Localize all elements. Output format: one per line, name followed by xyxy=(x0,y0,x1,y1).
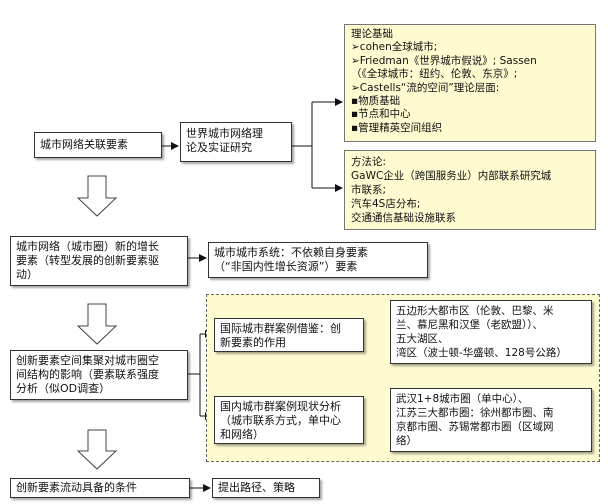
theory-line-8: ▪管理精英空间组织 xyxy=(351,121,443,134)
box-city-system: 城市城市系统：不依赖自身要素 （“非国内性增长资源”）要素 xyxy=(208,242,428,278)
theory-line-4: （《全球城市：纽约、伦敦、东京》; xyxy=(351,68,518,81)
box-theory-basis: 理论基础 ➢cohen全球城市; ➢Friedman《世界城市假说》; Sass… xyxy=(344,24,596,142)
box-domestic-line-1: 国内城市群案例现状分析 xyxy=(220,400,341,413)
box-intl-detail-line-3: 五大湖区、 xyxy=(396,333,449,345)
box-spatial-impact: 创新要素空间集聚对城市圈空 间结构的影响（要素联系强度 分析（似OD调查） xyxy=(10,350,188,400)
box-world-city-research-line-1: 世界城市网络理 xyxy=(186,127,263,140)
box-city-system-line-2: （“非国内性增长资源”）要素 xyxy=(214,260,358,273)
method-line-3: 市联系; xyxy=(351,184,387,196)
box-domestic-detail-line-2: 江苏三大都市圈：徐州都市圈、南 xyxy=(396,407,554,419)
box-growth-line-3: 动） xyxy=(16,268,38,281)
theory-line-1: 理论基础 xyxy=(351,28,393,40)
box-domestic-detail-line-1: 武汉1+8城市圈（单中心）、 xyxy=(396,393,529,405)
box-city-network-elements-text: 城市网络关联要素 xyxy=(40,138,128,151)
box-flow-conditions-text: 创新要素流动具备的条件 xyxy=(16,481,137,494)
box-methodology: 方法论: GaWC企业（跨国服务业）内部联系研究城 市联系; 汽车4S店分布; … xyxy=(344,150,596,230)
box-growth-line-2: 要素（转型发展的创新要素驱 xyxy=(16,254,159,267)
box-international-cases: 国际城市群案例借鉴：创 新要素的作用 xyxy=(214,318,364,352)
box-city-network-elements: 城市网络关联要素 xyxy=(34,132,162,158)
box-world-city-research: 世界城市网络理 论及实证研究 xyxy=(180,122,292,162)
box-intl-detail-line-1: 五边形大都市区（伦敦、巴黎、米 xyxy=(396,305,554,317)
block-down-arrow-3 xyxy=(76,429,118,470)
box-domestic-cases: 国内城市群案例现状分析 （城市联系方式，单中心 和网络） xyxy=(214,396,364,444)
box-domestic-line-3: 和网络） xyxy=(220,428,264,441)
theory-line-5: ➢Castells“流的空间”理论层面: xyxy=(351,81,500,94)
box-propose-path-text: 提出路径、策略 xyxy=(218,481,295,494)
box-spatial-line-1: 创新要素空间集聚对城市圈空 xyxy=(16,354,159,367)
theory-line-7: ▪节点和中心 xyxy=(351,108,411,121)
box-international-detail: 五边形大都市区（伦敦、巴黎、米 兰、慕尼黑和汉堡（老欧盟））、 五大湖区、 湾区… xyxy=(390,300,592,364)
box-domestic-line-2: （城市联系方式，单中心 xyxy=(220,414,341,427)
box-intl-line-2: 新要素的作用 xyxy=(220,336,286,349)
box-domestic-detail-line-4: 络） xyxy=(396,435,417,447)
block-down-arrow-1 xyxy=(76,175,118,217)
block-down-arrow-2 xyxy=(76,303,118,345)
box-growth-elements: 城市网络（城市圈）新的增长 要素（转型发展的创新要素驱 动） xyxy=(10,236,188,286)
method-line-1: 方法论: xyxy=(351,156,387,168)
box-propose-path: 提出路径、策略 xyxy=(212,478,320,498)
theory-line-3: ➢Friedman《世界城市假说》; Sassen xyxy=(351,54,537,67)
box-intl-detail-line-2: 兰、慕尼黑和汉堡（老欧盟））、 xyxy=(396,319,543,331)
box-growth-line-1: 城市网络（城市圈）新的增长 xyxy=(16,240,159,253)
box-flow-conditions: 创新要素流动具备的条件 xyxy=(10,478,190,498)
theory-line-2: ➢cohen全球城市; xyxy=(351,41,438,54)
box-spatial-line-2: 间结构的影响（要素联系强度 xyxy=(16,368,159,381)
box-spatial-line-3: 分析（似OD调查） xyxy=(16,382,111,395)
theory-line-6: ▪物质基础 xyxy=(351,95,401,108)
box-world-city-research-line-2: 论及实证研究 xyxy=(186,141,252,154)
box-domestic-detail-line-3: 京都市圈、苏锡常都市圈（区域网 xyxy=(396,421,554,433)
box-intl-detail-line-4: 湾区（波士顿-华盛顿、128号公路） xyxy=(396,347,567,359)
box-domestic-detail: 武汉1+8城市圈（单中心）、 江苏三大都市圈：徐州都市圈、南 京都市圈、苏锡常都… xyxy=(390,388,592,452)
method-line-5: 交通通信基础设施联系 xyxy=(351,212,456,224)
method-line-4: 汽车4S店分布; xyxy=(351,198,421,210)
box-intl-line-1: 国际城市群案例借鉴：创 xyxy=(220,322,341,335)
box-city-system-line-1: 城市城市系统：不依赖自身要素 xyxy=(214,246,368,259)
method-line-2: GaWC企业（跨国服务业）内部联系研究城 xyxy=(351,170,552,182)
